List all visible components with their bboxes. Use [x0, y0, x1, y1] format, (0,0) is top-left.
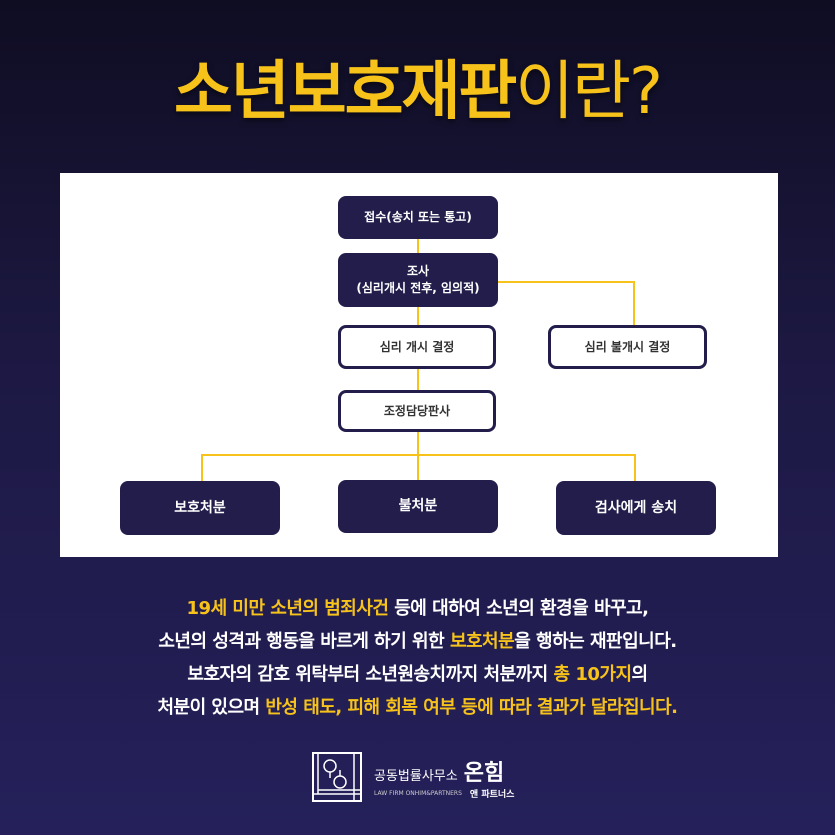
firm-name: 온힘 [463, 760, 505, 786]
trial-no-start-label: 심리 불개시 결정 [584, 339, 671, 354]
firm-english: LAW FIRM ONHIM&PARTNERS [374, 789, 462, 797]
firm-partners: 앤 파트너스 [469, 789, 515, 800]
highlight-text: 반성 태도, 피해 회복 여부 등에 따라 결과가 달라집니다. [265, 697, 678, 718]
page-title: 소년보호재판이란? [0, 40, 835, 132]
no-disposition-label: 불처분 [398, 498, 438, 514]
trial-start-label: 심리 개시 결정 [379, 339, 455, 354]
prosecutor-transfer-box: 검사에게 송치 [556, 481, 716, 535]
investigation-sub-label: (심리개시 전후, 임의적) [356, 281, 480, 295]
investigation-label: 조사 [406, 264, 430, 278]
body-text: 처분이 있으며 [157, 697, 266, 718]
description: 19세 미만 소년의 범죄사건 등에 대하여 소년의 환경을 바꾸고,소년의 성… [0, 592, 835, 724]
intake-label: 접수(송치 또는 통고) [364, 210, 472, 224]
title-bold: 소년보호재판 [173, 55, 517, 129]
investigation-box: 조사 (심리개시 전후, 임의적) [338, 253, 498, 307]
body-text: 의 [631, 664, 649, 685]
description-line: 19세 미만 소년의 범죄사건 등에 대하여 소년의 환경을 바꾸고, [0, 592, 835, 625]
intake-box: 접수(송치 또는 통고) [338, 196, 498, 239]
no-disposition-box: 불처분 [338, 480, 498, 533]
protective-disposition-label: 보호처분 [174, 499, 226, 516]
protective-disposition-box: 보호처분 [120, 481, 280, 535]
firm-type: 공동법률사무소 [374, 768, 458, 784]
mediation-judge-label: 조정담당판사 [383, 403, 451, 418]
body-text: 소년의 성격과 행동을 바르게 하기 위한 [158, 631, 450, 652]
body-text: 보호자의 감호 위탁부터 소년원송치까지 처분까지 [187, 664, 554, 685]
mediation-judge-box: 조정담당판사 [338, 390, 496, 432]
description-line: 소년의 성격과 행동을 바르게 하기 위한 보호처분을 행하는 재판입니다. [0, 625, 835, 658]
highlight-text: 보호처분 [449, 631, 515, 652]
logo-mark-icon [312, 752, 362, 802]
highlight-text: 19세 미만 소년의 범죄사건 [186, 598, 389, 619]
title-light: 이란? [515, 55, 663, 129]
prosecutor-transfer-label: 검사에게 송치 [594, 499, 678, 516]
highlight-text: 총 10가지 [553, 664, 633, 685]
body-text: 을 행하는 재판입니다. [514, 631, 677, 652]
body-text: 등에 대하여 소년의 환경을 바꾸고, [388, 598, 649, 619]
description-line: 처분이 있으며 반성 태도, 피해 회복 여부 등에 따라 결과가 달라집니다. [0, 691, 835, 724]
trial-no-start-box: 심리 불개시 결정 [548, 325, 707, 369]
trial-start-box: 심리 개시 결정 [338, 325, 496, 369]
description-line: 보호자의 감호 위탁부터 소년원송치까지 처분까지 총 10가지의 [0, 658, 835, 691]
firm-logo: 공동법률사무소 온힘 LAW FIRM ONHIM&PARTNERS 앤 파트너스 [312, 752, 514, 802]
